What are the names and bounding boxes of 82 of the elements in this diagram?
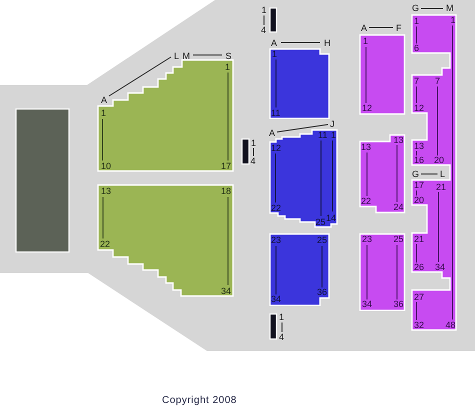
- seat-number: 20: [434, 156, 444, 165]
- seat-number: 26: [414, 263, 424, 272]
- seat-number: 6: [414, 44, 420, 53]
- seat-number: 1: [414, 17, 420, 26]
- row-label: G: [412, 4, 420, 13]
- seating-section: [97, 59, 234, 172]
- seat-number: 1: [225, 63, 230, 72]
- seat-number: 1: [331, 131, 336, 140]
- seat-number: 23: [271, 236, 282, 245]
- seat-number: 12: [271, 144, 282, 153]
- seat-number: 1: [262, 6, 267, 15]
- seat-number: 13: [361, 143, 372, 152]
- seat-number: 13: [414, 142, 424, 150]
- seat-number: 34: [435, 262, 446, 272]
- row-label: A: [271, 38, 278, 48]
- seat-number: 17: [414, 181, 424, 190]
- seat-number: 17: [221, 162, 232, 171]
- seating-section: [97, 184, 234, 297]
- seat-number: 7: [435, 77, 440, 86]
- seat-number: 25: [394, 235, 404, 244]
- seat-number: 16: [414, 156, 424, 165]
- seat-number: 14: [326, 214, 336, 223]
- seat-number: 13: [394, 136, 404, 144]
- seat-number: 12: [362, 104, 372, 112]
- seat-number: 1: [101, 109, 106, 118]
- seat-number: 4: [261, 26, 266, 34]
- seating-section: [359, 34, 406, 114]
- seating-section: [359, 134, 406, 214]
- seat-number: 27: [414, 292, 424, 302]
- seat-number: 48: [446, 320, 456, 330]
- seat-number: 25: [316, 218, 326, 226]
- seat-number: 13: [101, 187, 112, 196]
- seat-number: 7: [414, 77, 420, 86]
- seating-section: [269, 48, 330, 119]
- row-label: A: [361, 24, 368, 32]
- stage: [14, 108, 70, 252]
- row-label: L: [174, 52, 180, 60]
- row-label: A: [269, 128, 276, 138]
- seat-number: 34: [271, 295, 282, 304]
- seat-number: 22: [271, 204, 282, 212]
- seating-section: [359, 232, 406, 311]
- seat-number: 11: [318, 131, 328, 140]
- seat-number: 1: [450, 16, 456, 25]
- seat-number: 34: [362, 300, 372, 309]
- seat-number: 24: [394, 203, 404, 212]
- seat-number: 1: [363, 37, 368, 46]
- seat-number: 1: [272, 50, 278, 58]
- seat-number: 36: [317, 288, 328, 297]
- seat-number: 21: [414, 234, 424, 244]
- seat-number: 10: [101, 162, 112, 171]
- row-label: S: [226, 52, 232, 60]
- seat-number: 21: [436, 182, 446, 192]
- row-label: M: [182, 52, 190, 60]
- seating-section: [269, 129, 338, 228]
- seat-number: 32: [414, 320, 424, 330]
- row-label: A: [101, 96, 108, 104]
- seat-number: 22: [361, 197, 372, 206]
- row-label: G: [412, 170, 420, 178]
- seat-number: 36: [394, 300, 404, 309]
- seating-section: [411, 14, 457, 331]
- row-label: F: [396, 24, 402, 33]
- seat-number: 34: [221, 286, 232, 296]
- seat-number: 4: [279, 332, 284, 342]
- seat-block: [269, 6, 278, 32]
- seat-number: 11: [271, 108, 280, 118]
- seat-number: 20: [414, 196, 424, 205]
- row-label: J: [330, 120, 334, 129]
- seat-block: [269, 312, 278, 340]
- seat-number: 12: [414, 104, 424, 113]
- row-label: L: [440, 170, 446, 178]
- seat-block: [240, 138, 250, 165]
- row-label: H: [324, 38, 330, 48]
- seat-number: 25: [317, 236, 328, 245]
- seat-number: 18: [221, 187, 232, 196]
- seating-section: [269, 232, 330, 306]
- seat-number: 23: [362, 235, 372, 244]
- seat-number: 22: [100, 240, 110, 249]
- seat-number: 4: [250, 157, 256, 166]
- seat-number: 1: [279, 313, 284, 322]
- seat-number: 1: [251, 138, 256, 148]
- row-label: M: [446, 4, 454, 13]
- copyright-note: Copyright 2008: [162, 394, 237, 406]
